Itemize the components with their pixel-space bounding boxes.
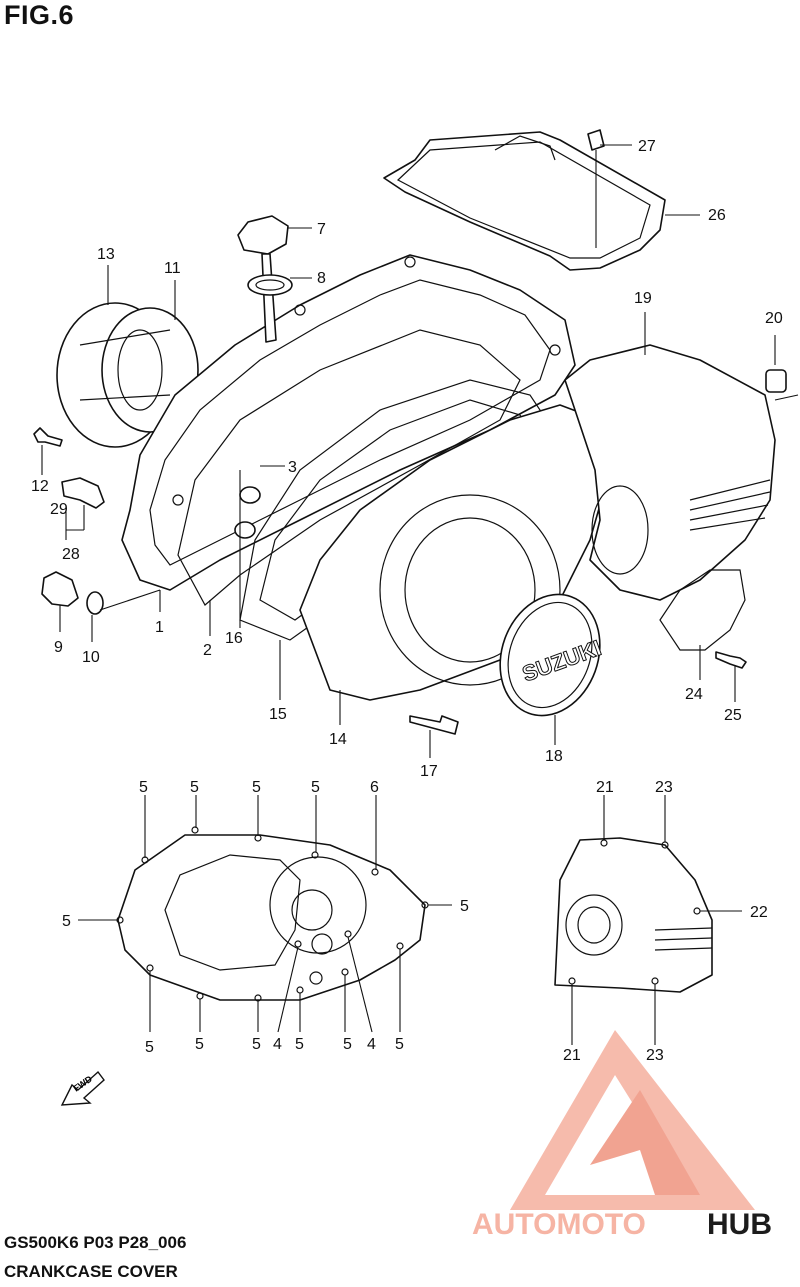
callout-5-10: 5	[295, 1036, 304, 1053]
callout-5-3: 5	[252, 779, 261, 796]
figure-title: FIG.6	[4, 0, 75, 30]
part-17-bolt	[409, 715, 459, 735]
callout-16: 16	[225, 630, 243, 647]
callout-24: 24	[685, 686, 703, 703]
callout-19: 19	[634, 290, 652, 307]
callout-6: 6	[370, 779, 379, 796]
fwd-arrow: FWD	[60, 1070, 105, 1106]
leader-lines-gasket-21	[571, 795, 742, 1045]
callout-18: 18	[545, 748, 563, 765]
part-29-switch	[61, 477, 105, 509]
callout-23a: 23	[655, 779, 673, 796]
callout-13: 13	[97, 246, 115, 263]
callout-1: 1	[155, 619, 164, 636]
callout-15: 15	[269, 706, 287, 723]
part-26-cover-plate	[383, 131, 666, 271]
part-1-crankcase-cover	[121, 254, 576, 591]
callout-5-11: 5	[343, 1036, 352, 1053]
callout-17: 17	[420, 763, 438, 780]
footer-model-code: GS500K6 P03 P28_006	[4, 1233, 187, 1252]
part-18-suzuki-badge-cover: SUZUKI	[499, 593, 605, 717]
callout-8: 8	[317, 270, 326, 287]
callout-20: 20	[765, 310, 783, 327]
callout-5-8: 5	[195, 1036, 204, 1053]
part-24-gasket	[659, 569, 746, 651]
callout-4b: 4	[367, 1036, 376, 1053]
callout-7: 7	[317, 221, 326, 238]
part-9-drain-plug	[41, 571, 79, 607]
part-6-clutch-gasket	[116, 826, 429, 1002]
callout-5-7: 5	[145, 1039, 154, 1056]
footer-section-name: CRANKCASE COVER	[4, 1262, 178, 1281]
callout-29: 29	[50, 501, 68, 518]
callout-28: 28	[62, 546, 80, 563]
callout-5-9: 5	[252, 1036, 261, 1053]
callout-3: 3	[288, 459, 297, 476]
callout-12: 12	[31, 478, 49, 495]
watermark-logo	[510, 1030, 755, 1210]
callout-2: 2	[203, 642, 212, 659]
watermark-brand-part2: HUB	[707, 1208, 772, 1241]
callout-22: 22	[750, 904, 768, 921]
callout-23b: 23	[646, 1047, 664, 1064]
callout-9: 9	[54, 639, 63, 656]
part-12-bolt	[33, 427, 63, 447]
leader-lines-gasket-6	[78, 795, 452, 1033]
leader-lines-upper	[41, 144, 799, 758]
callout-5-4: 5	[311, 779, 320, 796]
part-19-generator-cover	[564, 344, 776, 601]
callout-labels: 1 2 3 4 4 5 5 5 5 5 5 5 5 5 5 5 5 5 6 7 …	[31, 138, 783, 1064]
callout-21a: 21	[596, 779, 614, 796]
callout-26: 26	[708, 207, 726, 224]
callout-5-1: 5	[139, 779, 148, 796]
callout-27: 27	[638, 138, 656, 155]
part-20-dowel	[765, 369, 787, 393]
watermark-brand-part1: AUTOMOTO	[472, 1208, 646, 1241]
callout-5-6: 5	[460, 898, 469, 915]
callout-25: 25	[724, 707, 742, 724]
part-8-o-ring	[247, 274, 293, 296]
part-21-generator-gasket	[554, 837, 713, 993]
callout-4a: 4	[273, 1036, 282, 1053]
part-25-bolt	[715, 651, 747, 669]
callout-5-5: 5	[62, 913, 71, 930]
callout-14: 14	[329, 731, 347, 748]
callout-21b: 21	[563, 1047, 581, 1064]
callout-11: 11	[164, 260, 181, 277]
callout-5-12: 5	[395, 1036, 404, 1053]
callout-10: 10	[82, 649, 100, 666]
callout-5-2: 5	[190, 779, 199, 796]
part-10-washer	[86, 591, 104, 615]
